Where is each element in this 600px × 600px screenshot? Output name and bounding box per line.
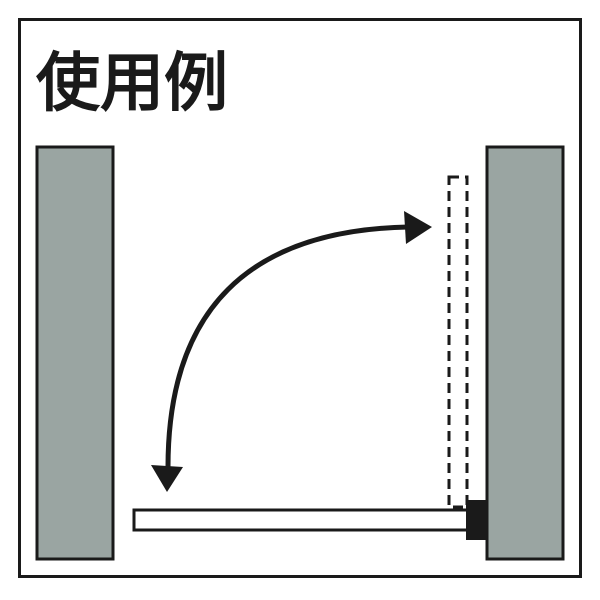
left-wall (35, 145, 115, 561)
horizontal-bar (132, 508, 472, 532)
right-wall (485, 145, 565, 561)
page-title: 使用例 (36, 47, 228, 121)
upright-position-outline (447, 175, 469, 509)
curved-double-arrow-icon (151, 211, 432, 492)
hinge-icon (466, 500, 488, 540)
